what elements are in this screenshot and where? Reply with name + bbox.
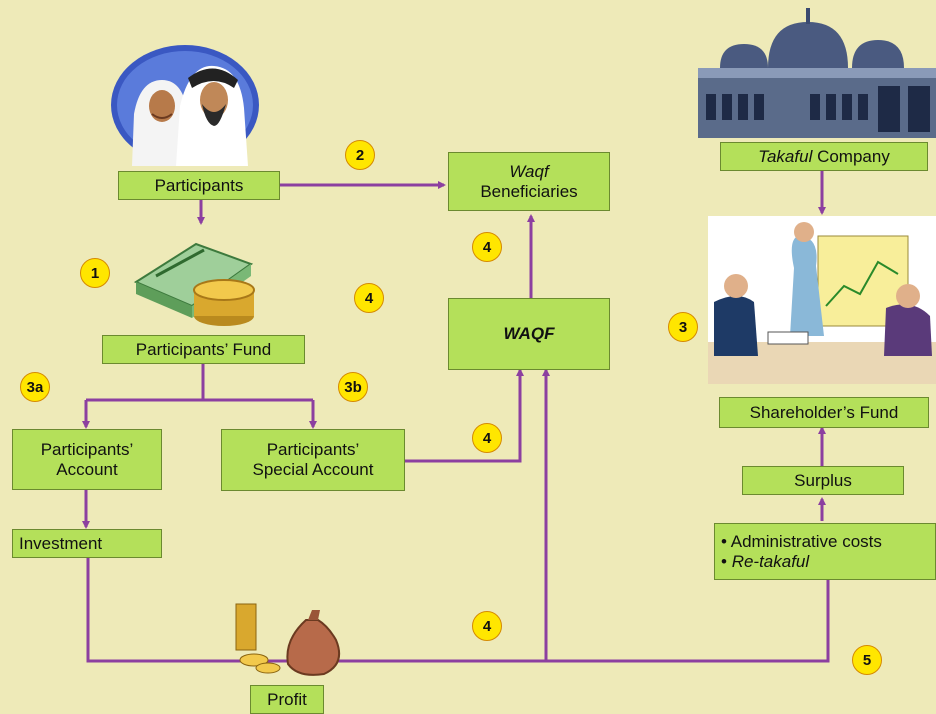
waqf-label: WAQF <box>503 324 555 343</box>
shareholders-fund-box: Shareholder’s Fund <box>719 397 929 428</box>
special-account-line2: Special Account <box>252 460 374 479</box>
waqf-beneficiaries-label-line2: Beneficiaries <box>480 181 578 201</box>
special-account-box: Participants’ Special Account <box>221 429 405 491</box>
step-badge-5: 5 <box>852 645 882 675</box>
line-fund-split <box>86 364 313 402</box>
mosque-building-illustration <box>698 8 936 138</box>
step-badge-3b: 3b <box>338 372 368 402</box>
arrow-special-to-waqf <box>405 368 524 463</box>
profit-label: Profit <box>267 689 307 709</box>
participants-couple-illustration <box>111 45 259 166</box>
investment-label: Investment <box>19 533 103 553</box>
money-coins-illustration <box>133 242 255 326</box>
step-badge-2: 2 <box>345 140 375 170</box>
surplus-box: Surplus <box>742 466 904 495</box>
costs-item-retakaful-bullet: • <box>721 551 732 571</box>
step-badge-3a: 3a <box>20 372 50 402</box>
participants-account-box: Participants’ Account <box>12 429 162 490</box>
takaful-company-box: Takaful Company <box>720 142 928 171</box>
surplus-label: Surplus <box>794 470 852 490</box>
costs-item-administrative: • Administrative costs <box>721 531 882 551</box>
participants-fund-box: Participants’ Fund <box>102 335 305 364</box>
step-badge-4-left: 4 <box>354 283 384 313</box>
takaful-company-label-italic: Takaful <box>758 146 813 166</box>
participants-account-line2: Account <box>56 459 118 479</box>
shareholders-fund-label: Shareholder’s Fund <box>749 402 899 422</box>
profit-money-bag-illustration <box>235 603 340 676</box>
waqf-beneficiaries-label-line1: Waqf <box>509 161 549 181</box>
step-badge-3: 3 <box>668 312 698 342</box>
waqf-box: WAQF <box>448 298 610 370</box>
costs-item-retakaful-label: Re-takaful <box>731 551 810 571</box>
participants-fund-label: Participants’ Fund <box>135 339 272 359</box>
step-badge-4-beneficiaries: 4 <box>472 232 502 262</box>
line-investment-to-profit <box>86 558 830 663</box>
waqf-beneficiaries-box: Waqf Beneficiaries <box>448 152 610 211</box>
participants-account-line1: Participants’ <box>40 439 134 459</box>
investment-box: Investment <box>12 529 162 558</box>
profit-box: Profit <box>250 685 324 714</box>
takaful-company-label: Takaful Company <box>758 147 890 167</box>
costs-list: • Administrative costs • Re-takaful <box>721 532 882 572</box>
step-badge-4-profit: 4 <box>472 611 502 641</box>
costs-item-retakaful: • Re-takaful <box>721 552 882 572</box>
special-account-line1: Participants’ <box>266 440 360 459</box>
step-badge-4-special: 4 <box>472 423 502 453</box>
costs-box: • Administrative costs • Re-takaful <box>714 523 936 580</box>
takaful-company-label-rest: Company <box>812 146 890 166</box>
step-badge-1: 1 <box>80 258 110 288</box>
meeting-presentation-illustration <box>708 216 936 384</box>
participants-label: Participants <box>154 175 244 195</box>
participants-box: Participants <box>118 171 280 200</box>
